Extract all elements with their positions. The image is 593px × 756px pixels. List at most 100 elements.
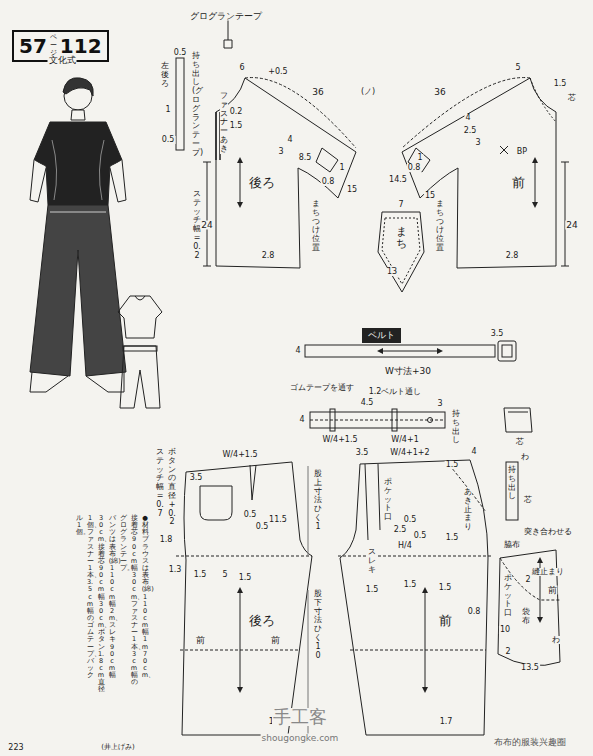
dimension-label: 7	[397, 201, 404, 209]
dimension-label: 3	[474, 139, 481, 147]
dimension-label: +0.5	[267, 68, 288, 76]
dimension-label: 14.5	[388, 176, 408, 184]
dimension-label: 3.5	[490, 330, 505, 338]
vertical-note: ポケット口	[504, 574, 512, 618]
dimension-label: 0.5	[173, 49, 188, 57]
dimension-label: 11.5	[268, 516, 288, 524]
dimension-label: 0.8	[467, 608, 482, 616]
dimension-label: ゴムテープを通す	[289, 384, 355, 392]
dimension-label: 8.5	[298, 154, 313, 162]
dimension-label: 1	[164, 106, 171, 114]
dimension-label: 2.8	[261, 252, 276, 260]
vertical-note: ル1個。	[76, 515, 83, 536]
dimension-label: 24	[565, 221, 578, 230]
waistband-piece	[310, 408, 532, 432]
dimension-label: 3	[277, 148, 284, 156]
dimension-label: 前	[511, 176, 526, 189]
dimension-label: 6	[238, 64, 245, 72]
dimension-label: 1.7	[439, 718, 454, 726]
dimension-label: W/4+1.5	[321, 436, 358, 444]
vertical-note: 左後ろ	[161, 62, 169, 88]
dimension-label: 3	[436, 400, 443, 408]
blouse-back-piece	[176, 20, 356, 268]
dimension-label: 0.5	[161, 136, 176, 144]
vertical-note: まちつけ位置	[436, 200, 444, 253]
dimension-label: 布布的服装兴趣圈	[493, 738, 567, 747]
vertical-note: 股下寸法ひく10	[314, 590, 322, 660]
vertical-note: 1個、ファスナー1本、3.5cm幅のゴムテープ、バック	[87, 515, 94, 679]
dimension-label: 1.5	[553, 80, 568, 88]
dimension-label: 0.8	[321, 178, 336, 186]
dimension-label: 前	[270, 636, 281, 645]
vertical-note: まち	[396, 226, 407, 250]
figure-illustration	[30, 78, 126, 392]
dimension-label: 芯	[523, 496, 533, 504]
part-name-box: ベルト	[362, 328, 401, 343]
dimension-label: 1.2ベルト通し	[368, 388, 423, 396]
dimension-label: 10	[499, 626, 511, 634]
vertical-note: 持ち出し	[452, 410, 460, 445]
dimension-label: 36	[433, 88, 446, 97]
gusset-piece	[378, 212, 424, 292]
page-number: 112	[60, 36, 102, 56]
vertical-note: ボタンの直径+0.2	[168, 448, 176, 527]
dimension-label: BP	[516, 148, 528, 156]
dimension-label: 13	[386, 268, 398, 276]
dimension-label: 15	[346, 186, 358, 194]
dimension-label: 4.5	[360, 399, 375, 407]
flat-sketch	[118, 296, 162, 408]
dimension-label: W寸法+30	[384, 367, 432, 376]
dimension-label: 3.5	[189, 474, 204, 482]
vertical-note: あき止まり	[464, 488, 472, 532]
vertical-note: スレキ	[368, 548, 376, 574]
belt-piece	[305, 341, 516, 361]
dimension-label: 1.5	[238, 574, 253, 582]
dimension-label: 1.5	[445, 461, 460, 469]
dimension-label: 文化式	[48, 56, 77, 65]
dimension-label: H/4	[397, 542, 413, 550]
dimension-label: グログランテープ	[189, 12, 263, 21]
vertical-note: ステッチ幅=0.7	[156, 448, 164, 518]
dimension-label: 前	[195, 636, 206, 645]
dimension-label: 1	[416, 154, 423, 162]
part-name: ベルト	[368, 331, 395, 340]
dimension-label: 脇布	[503, 541, 521, 549]
dimension-label: 0.5	[243, 511, 258, 519]
dimension-label: 1.5	[445, 534, 460, 542]
dimension-label: 1.3	[168, 566, 183, 574]
dimension-label: 4	[464, 114, 471, 122]
pants-back-piece	[176, 462, 312, 735]
dimension-label: W/4+1+2	[389, 449, 430, 457]
dimension-label: わ	[520, 453, 530, 461]
vertical-note: パンツは表布(綿)110cm幅2m、スレキ90cm幅	[109, 515, 116, 679]
dimension-label: 芯	[567, 94, 577, 102]
blouse-front-piece	[402, 78, 569, 268]
dimension-label: 縫止まり	[531, 568, 565, 576]
dimension-label: 2	[524, 576, 531, 584]
dimension-label: 1.5	[229, 122, 244, 130]
dimension-label: 5	[221, 571, 228, 579]
vertical-note: 袋布	[522, 608, 530, 626]
dimension-label: W/4+1.5	[221, 451, 258, 459]
vertical-note: ポケット口	[384, 478, 392, 522]
dimension-label: 前	[547, 586, 558, 595]
dimension-label: 0.5	[255, 523, 270, 531]
page-number: 57	[19, 36, 47, 56]
dimension-label: 2	[504, 648, 511, 656]
dimension-label: 15	[424, 192, 436, 200]
dimension-label: 芯	[515, 438, 525, 446]
dimension-label: 4	[470, 448, 477, 456]
dimension-label: W/4+1	[390, 436, 420, 444]
dimension-label: 4	[298, 416, 305, 424]
dimension-label: 1	[338, 164, 345, 172]
dimension-label: (井上げみ)	[100, 744, 135, 751]
dimension-label: 5	[514, 64, 521, 72]
vertical-note: 持ち出し	[508, 466, 516, 501]
dimension-label: shougongke.com	[261, 734, 340, 743]
dimension-label: 1.5	[365, 586, 380, 594]
dimension-label: 2.5	[463, 127, 478, 135]
dimension-label: 後ろ	[248, 614, 276, 627]
dimension-label: 1.8	[159, 536, 174, 544]
dimension-label: 前	[438, 614, 453, 627]
dimension-label: 223	[7, 744, 24, 752]
